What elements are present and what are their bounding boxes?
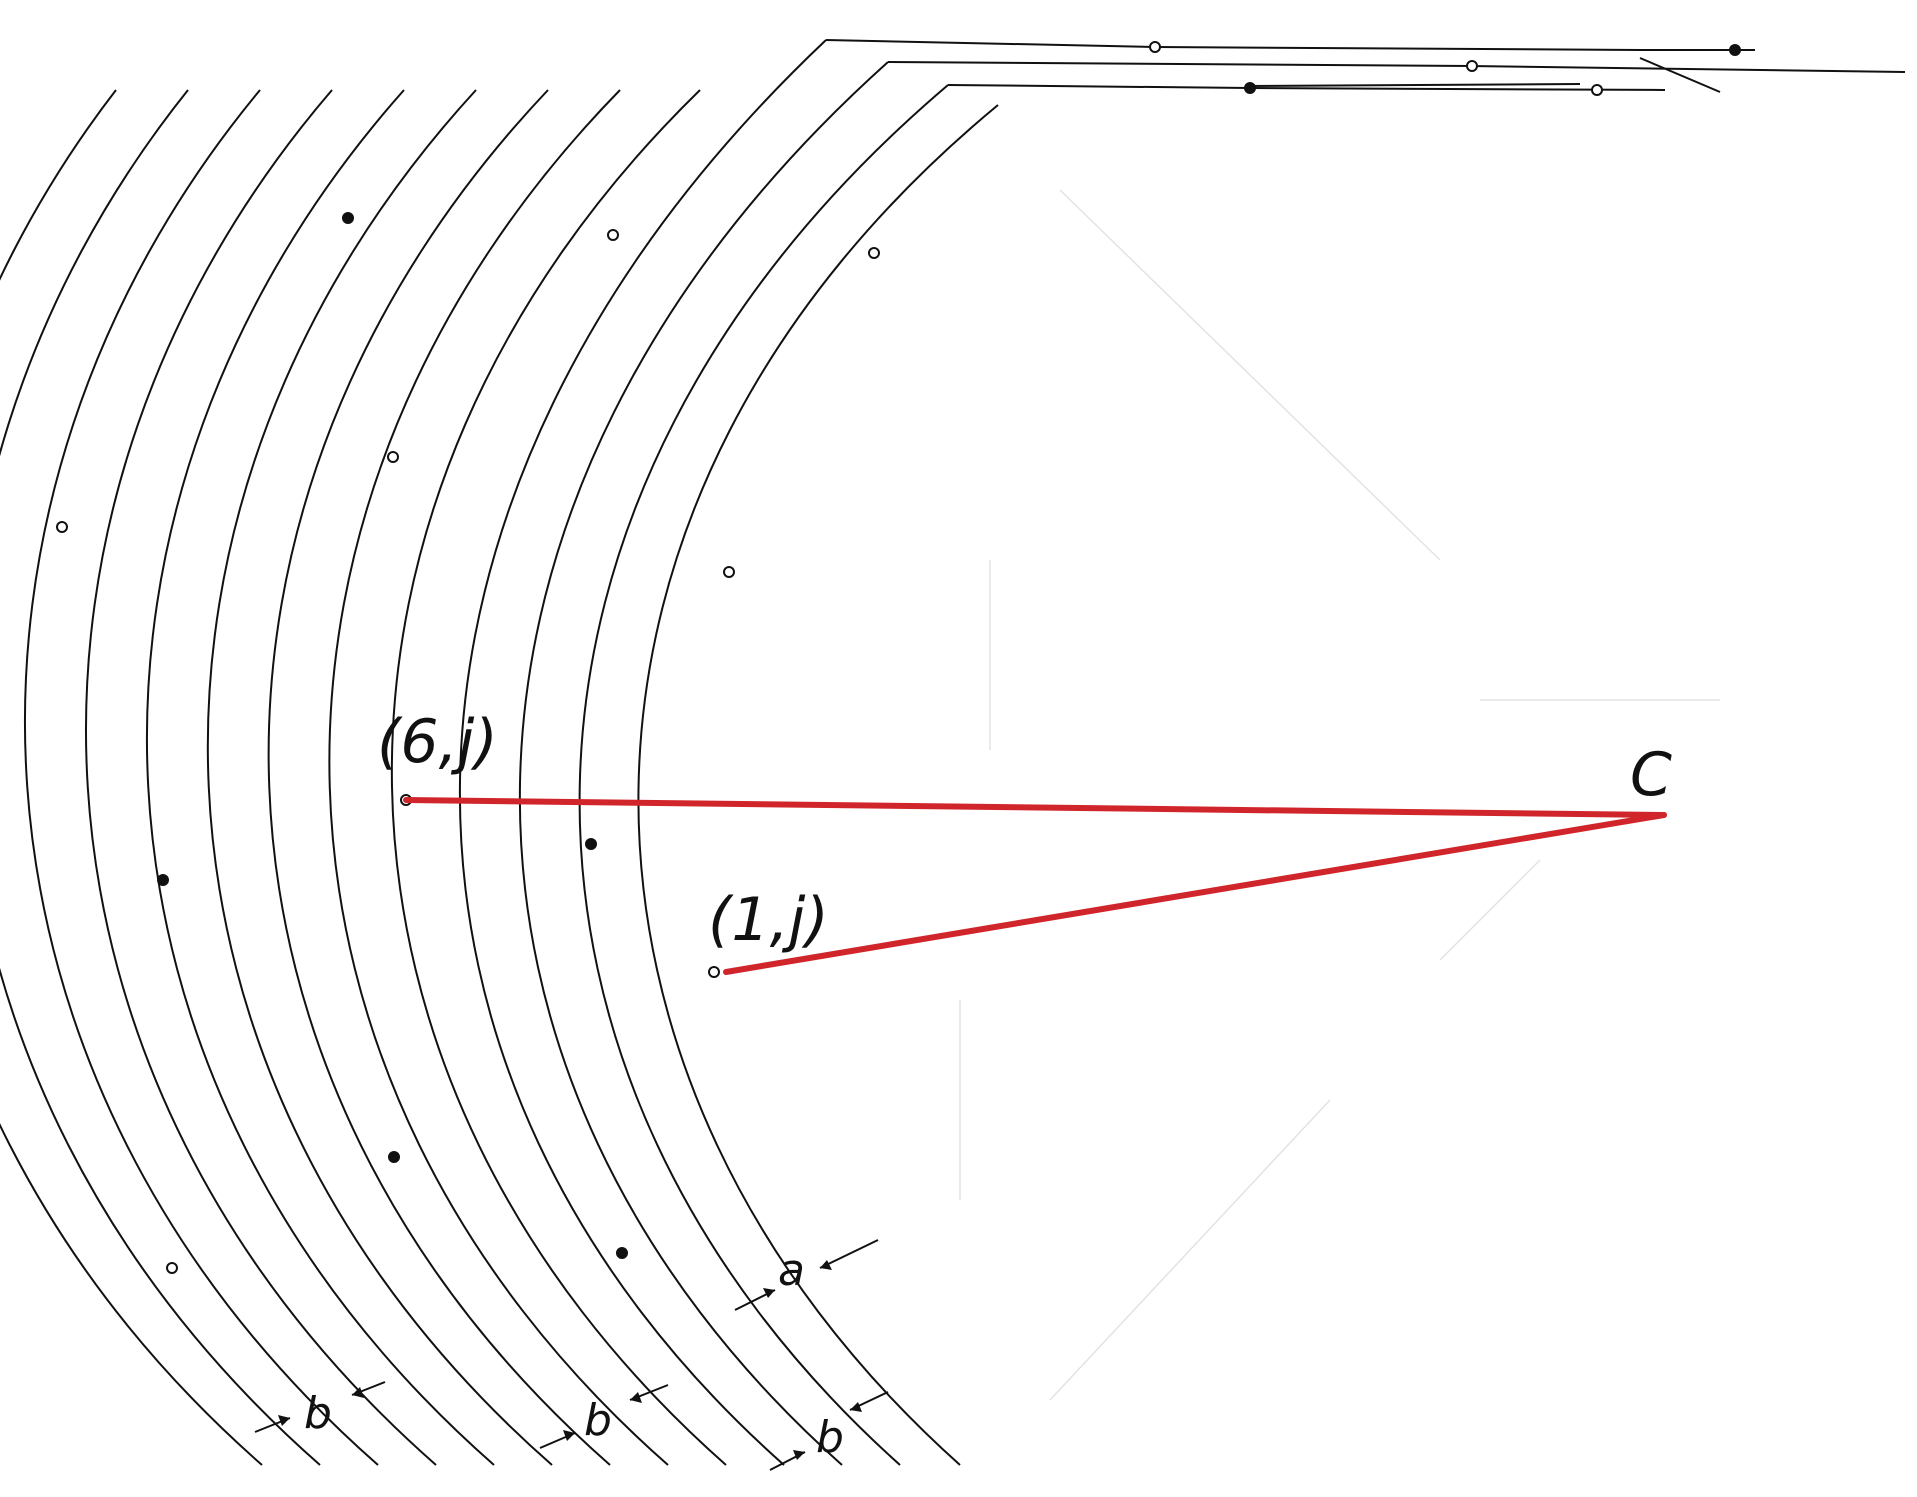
spacing-label-b2: b (584, 1395, 612, 1446)
faint-background-sketch (959, 189, 1720, 1401)
curve-1 (637, 104, 999, 1466)
curve-13 (0, 89, 263, 1466)
node-marker (1591, 84, 1603, 96)
node-label-inner: (1,j) (708, 885, 829, 955)
curve-4 (458, 39, 827, 1466)
top-line-5 (1244, 83, 1581, 87)
node-marker (166, 1262, 178, 1274)
spacing-label-b3: b (816, 1412, 844, 1463)
dimension-b3 (769, 1391, 889, 1471)
top-horizontal-lines (825, 39, 1906, 93)
node-marker (723, 566, 735, 578)
dimension-b1 (254, 1381, 386, 1433)
curve-9 (146, 89, 495, 1466)
node-marker (157, 874, 169, 886)
spacing-label-b1: b (304, 1388, 332, 1439)
node-marker (387, 451, 399, 463)
node-marker (868, 247, 880, 259)
top-line-1 (825, 39, 1755, 51)
node-marker (388, 1151, 400, 1163)
curve-3 (518, 61, 889, 1466)
curve-8 (206, 89, 553, 1466)
node-marker (708, 966, 720, 978)
curve-11 (23, 89, 379, 1466)
dimension-a (734, 1239, 879, 1311)
node-marker (616, 1247, 628, 1259)
curve-12 (0, 89, 321, 1466)
node-marker (1466, 60, 1478, 72)
node-marker (607, 229, 619, 241)
node-markers (56, 41, 1741, 1274)
spacing-label-a: a (778, 1245, 805, 1296)
radius-line-outer (403, 797, 1667, 818)
curve-5 (391, 89, 727, 1466)
node-marker (585, 838, 597, 850)
node-marker (1729, 44, 1741, 56)
node-marker (342, 212, 354, 224)
curve-2 (578, 84, 949, 1466)
node-marker (1244, 82, 1256, 94)
dimension-b2 (539, 1384, 669, 1449)
center-label: C (1630, 740, 1672, 810)
curved-grid-lines (0, 39, 999, 1466)
top-line-4 (1639, 57, 1721, 93)
radius-line-inner (723, 812, 1667, 975)
node-marker (1149, 41, 1161, 53)
node-marker (56, 521, 68, 533)
node-label-outer: (6,j) (377, 707, 498, 777)
top-line-2 (887, 61, 1906, 73)
dimension-markers (254, 1239, 889, 1471)
radius-lines (403, 797, 1667, 975)
curve-7 (267, 89, 611, 1466)
diagram-labels: (6,j) (1,j) C a b b b (304, 707, 1672, 1463)
curve-6 (328, 89, 669, 1466)
curve-10 (85, 89, 437, 1466)
